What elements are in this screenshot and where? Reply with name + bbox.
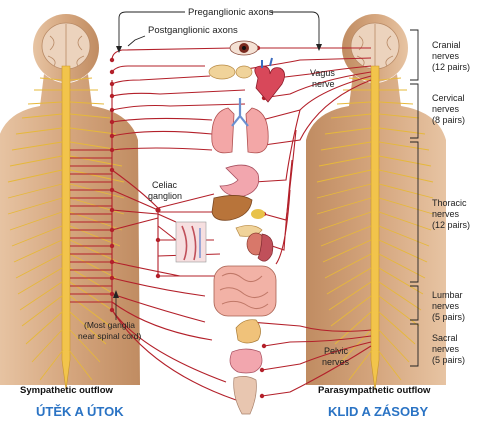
cranial-line1: Cranial <box>432 40 461 50</box>
thoracic-line2: nerves <box>432 209 460 219</box>
lungs <box>212 98 268 153</box>
cranial-line3: (12 pairs) <box>432 62 470 72</box>
stomach <box>220 165 259 196</box>
postganglionic-label: Postganglionic axons <box>148 25 238 36</box>
celiac-label-line2: ganglion <box>148 191 182 201</box>
intestines <box>214 266 276 316</box>
nerve-group-labels: Cranial nerves (12 pairs) Cervical nerve… <box>432 40 470 365</box>
lumbar-line2: nerves <box>432 301 460 311</box>
most-ganglia-label-line1: (Most ganglia <box>84 320 135 330</box>
reproductive-organs <box>230 349 262 414</box>
cranial-line2: nerves <box>432 51 460 61</box>
lumbar-line3: (5 pairs) <box>432 312 465 322</box>
sympathetic-outflow-label: Sympathetic outflow <box>20 385 114 396</box>
sacral-line1: Sacral <box>432 333 458 343</box>
cervical-line2: nerves <box>432 104 460 114</box>
vagus-label-line1: Vagus <box>310 68 335 78</box>
sacral-line3: (5 pairs) <box>432 355 465 365</box>
blood-vessels-inset <box>176 222 206 262</box>
bladder <box>236 320 261 343</box>
salivary-glands <box>209 65 252 79</box>
celiac-label-line1: Celiac <box>152 180 178 190</box>
fight-flight-label: ÚTĚK A ÚTOK <box>36 404 124 419</box>
organs <box>176 41 285 414</box>
eye <box>230 41 258 55</box>
cervical-line1: Cervical <box>432 93 465 103</box>
pelvic-label-line2: nerves <box>322 357 350 367</box>
preganglionic-label: Preganglionic axons <box>188 7 274 18</box>
rest-digest-label: KLID A ZÁSOBY <box>328 404 428 419</box>
lumbar-line1: Lumbar <box>432 290 463 300</box>
sacral-line2: nerves <box>432 344 460 354</box>
most-ganglia-label-line2: near spinal cord) <box>78 331 141 341</box>
thoracic-line1: Thoracic <box>432 198 467 208</box>
thoracic-line3: (12 pairs) <box>432 220 470 230</box>
vagus-label-line2: nerve <box>312 79 335 89</box>
parasympathetic-outflow-label: Parasympathetic outflow <box>318 385 431 396</box>
cervical-line3: (8 pairs) <box>432 115 465 125</box>
pelvic-label-line1: Pelvic <box>324 346 349 356</box>
liver <box>212 195 265 220</box>
parasympathetic-ganglia <box>242 46 268 398</box>
